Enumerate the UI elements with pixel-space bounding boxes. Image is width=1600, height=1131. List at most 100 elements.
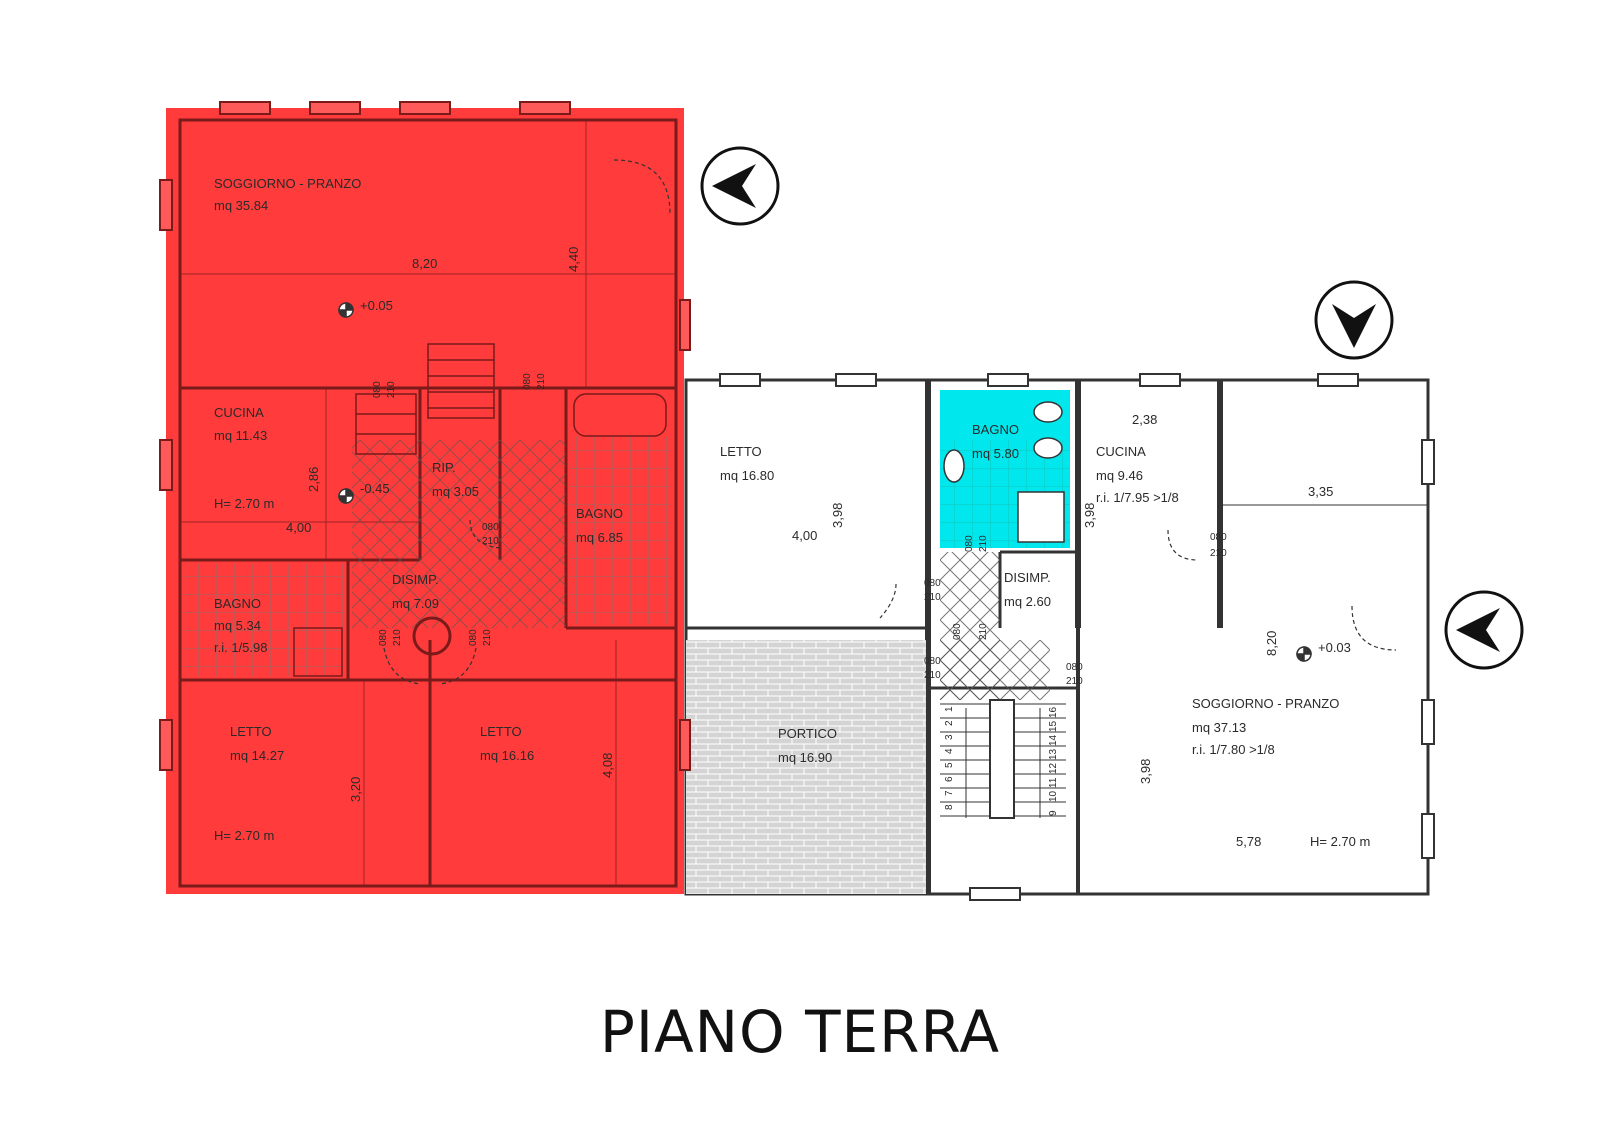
room-name: RIP. [432, 460, 456, 475]
room-area: mq 16.90 [778, 750, 832, 765]
door-size: 210 [392, 629, 403, 646]
room-area: mq 16.16 [480, 748, 534, 763]
door-size: 210 [978, 623, 989, 640]
dimension-label: 4,40 [566, 247, 581, 272]
room-area: mq 3.05 [432, 484, 479, 499]
dimension-label: 3,35 [1308, 484, 1333, 499]
room-height: H= 2.70 m [214, 496, 274, 511]
stairs-unit-b [940, 699, 1066, 819]
room-area: mq 2.60 [1004, 594, 1051, 609]
windows-unit-b [719, 373, 1435, 901]
door-size: 080 [952, 623, 963, 640]
room-name: CUCINA [1096, 444, 1146, 459]
room-name: LETTO [480, 724, 522, 739]
level-label: -0.45 [360, 481, 390, 496]
dimension-label: 5,78 [1236, 834, 1261, 849]
door-size: 210 [482, 536, 499, 547]
dimension-label: 4,00 [792, 528, 817, 543]
room-name: BAGNO [972, 422, 1019, 437]
room-name: SOGGIORNO - PRANZO [1192, 696, 1339, 711]
stair-step-number: 16 [1048, 706, 1059, 718]
room-name: LETTO [230, 724, 272, 739]
level-marker-icon [338, 302, 1312, 662]
room-area: mq 5.34 [214, 618, 261, 633]
room-ri: r.i. 1/7.95 >1/8 [1096, 490, 1179, 505]
door-size: 080 [522, 373, 533, 390]
room-height: H= 2.70 m [214, 828, 274, 843]
stair-step-number: 13 [1048, 748, 1059, 760]
stair-step-number: 2 [944, 720, 955, 726]
stair-step-number: 7 [944, 790, 955, 796]
room-area: mq 6.85 [576, 530, 623, 545]
door-size: 210 [386, 381, 397, 398]
dimension-label: 4,08 [600, 753, 615, 778]
room-labels-unit-b: LETTO mq 16.80 3,98 4,00 BAGNO mq 5.80 2… [720, 412, 1370, 849]
dimension-label: 2,86 [306, 467, 321, 492]
portico-labels: PORTICO mq 16.90 [778, 726, 837, 765]
room-name: CUCINA [214, 405, 264, 420]
north-arrow-icon [700, 146, 780, 226]
door-size: 210 [536, 373, 547, 390]
portico-area [686, 640, 926, 894]
north-arrow-icon [1314, 280, 1394, 360]
room-area: mq 37.13 [1192, 720, 1246, 735]
stair-step-number: 8 [944, 804, 955, 810]
level-label: +0.05 [360, 298, 393, 313]
door-size: 210 [924, 670, 941, 681]
room-height: H= 2.70 m [1310, 834, 1370, 849]
stair-step-number: 14 [1048, 734, 1059, 746]
door-size: 210 [1210, 548, 1227, 559]
room-labels-unit-a: SOGGIORNO - PRANZO mq 35.84 8,20 4,40 +0… [214, 176, 623, 843]
stair-step-number: 11 [1048, 777, 1059, 788]
room-area: mq 11.43 [214, 428, 267, 443]
room-name: SOGGIORNO - PRANZO [214, 176, 361, 191]
room-area: mq 16.80 [720, 468, 774, 483]
dimension-label: 3,98 [830, 503, 845, 528]
room-area: mq 5.80 [972, 446, 1019, 461]
door-size: 080 [1066, 662, 1083, 673]
stair-step-number: 3 [944, 734, 955, 740]
door-size: 210 [924, 592, 941, 603]
room-area: mq 7.09 [392, 596, 439, 611]
door-size: 210 [978, 535, 989, 552]
door-size: 080 [482, 522, 499, 533]
level-label: +0.03 [1318, 640, 1351, 655]
room-area: mq 14.27 [230, 748, 284, 763]
stair-step-number: 12 [1048, 762, 1059, 774]
room-area: mq 9.46 [1096, 468, 1143, 483]
dimension-label: 3,98 [1082, 503, 1097, 528]
door-size: 080 [964, 535, 975, 552]
room-name: LETTO [720, 444, 762, 459]
room-area: mq 35.84 [214, 198, 268, 213]
room-name: BAGNO [214, 596, 261, 611]
door-size: 080 [1210, 532, 1227, 543]
door-size: 080 [468, 629, 479, 646]
door-size: 080 [924, 578, 941, 589]
stair-step-number: 15 [1048, 720, 1059, 732]
door-size: 210 [482, 629, 493, 646]
page-title: PIANO TERRA [599, 998, 1001, 1066]
stair-step-number: 5 [944, 762, 955, 768]
dimension-label: 4,00 [286, 520, 311, 535]
stair-step-number: 9 [1048, 810, 1059, 816]
stair-step-number: 1 [944, 706, 955, 712]
dimension-label: 8,20 [412, 256, 437, 271]
room-ri: r.i. 1/5.98 [214, 640, 267, 655]
dimension-label: 3,20 [348, 777, 363, 802]
door-size: 080 [378, 629, 389, 646]
dimension-label: 2,38 [1132, 412, 1157, 427]
stair-step-number: 4 [944, 748, 955, 754]
door-size: 080 [924, 656, 941, 667]
stair-step-number: 10 [1048, 790, 1059, 802]
door-size: 210 [1066, 676, 1083, 687]
room-name: DISIMP. [392, 572, 439, 587]
room-name: PORTICO [778, 726, 837, 741]
dimension-label: 8,20 [1264, 631, 1279, 656]
north-arrow-icon [1444, 590, 1524, 670]
room-name: DISIMP. [1004, 570, 1051, 585]
room-ri: r.i. 1/7.80 >1/8 [1192, 742, 1275, 757]
door-size: 080 [372, 381, 383, 398]
room-name: BAGNO [576, 506, 623, 521]
